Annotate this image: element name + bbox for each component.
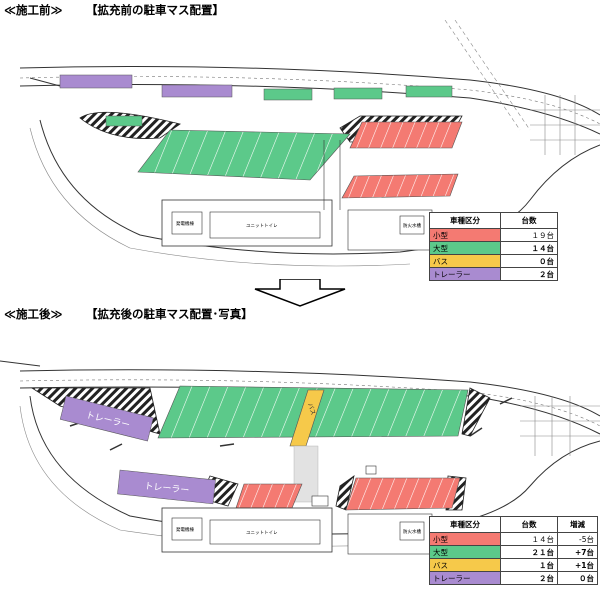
after-row-trailer-label: トレーラー <box>429 571 501 585</box>
after-row-large-diff: +7台 <box>557 545 598 559</box>
after-row-small-diff: -5台 <box>557 532 598 546</box>
bus-marking: バス <box>306 402 316 416</box>
before-row-trailer-count: ２台 <box>500 267 558 281</box>
table-row: 大型 ２１台 +7台 <box>429 545 598 559</box>
table-row: バス １台 +1台 <box>429 558 598 572</box>
after-small-parking-block-1 <box>235 483 303 509</box>
after-row-trailer-diff: ０台 <box>557 571 598 585</box>
after-col-diff: 増減 <box>557 516 598 533</box>
after-small-parking-block-2 <box>345 477 461 511</box>
before-small-parking-block-2 <box>341 173 459 199</box>
before-toilet-label: ユニットトイレ <box>246 223 278 229</box>
before-row-bus-count: ０台 <box>500 254 558 268</box>
before-count-table: 車種区分 台数 小型 １９台 大型 １４台 バス ０台 トレーラー ２台 <box>429 212 558 281</box>
after-tank-label: 防火水槽 <box>403 528 421 535</box>
before-row-bus-label: バス <box>429 254 501 268</box>
before-site-plan: 発電機棟 ユニットトイレ 防火水槽 <box>19 20 600 267</box>
after-row-large-count: ２１台 <box>500 545 558 559</box>
before-row-trailer-label: トレーラー <box>429 267 501 281</box>
before-small-parking-block-1 <box>349 121 463 149</box>
after-row-small-label: 小型 <box>429 532 501 546</box>
before-col-type: 車種区分 <box>429 212 501 229</box>
before-large-stall-island <box>105 115 143 127</box>
after-section-title: 【拡充後の駐車マス配置･写真】 <box>86 307 253 321</box>
after-row-bus-count: １台 <box>500 558 558 572</box>
after-site-plan: トレーラー トレーラー バス 発電機棟 ユニットトイレ 防火水槽 <box>0 360 600 555</box>
after-row-bus-diff: +1台 <box>557 558 598 572</box>
table-row: トレーラー ２台 <box>429 267 558 281</box>
after-trailer-stall-2: トレーラー <box>117 469 216 505</box>
after-col-type: 車種区分 <box>429 516 501 533</box>
before-section-title: 【拡充前の駐車マス配置】 <box>86 3 224 17</box>
before-large-stall-road-3 <box>405 85 453 98</box>
after-col-count: 台数 <box>500 516 558 533</box>
after-row-large-label: 大型 <box>429 545 501 559</box>
before-trailer-stall-2 <box>161 84 233 98</box>
before-section-label: ≪施工前≫ <box>4 3 63 17</box>
table-row: バス ０台 <box>429 254 558 268</box>
after-generator-label: 発電機棟 <box>176 526 194 533</box>
before-tank-label: 防火水槽 <box>403 222 421 229</box>
before-row-large-count: １４台 <box>500 241 558 255</box>
before-col-count: 台数 <box>500 212 558 229</box>
table-row: トレーラー ２台 ０台 <box>429 571 598 585</box>
table-row: 大型 １４台 <box>429 241 558 255</box>
after-section-label: ≪施工後≫ <box>4 307 63 321</box>
table-row: 小型 １９台 <box>429 228 558 242</box>
after-toilet-label: ユニットトイレ <box>246 530 278 536</box>
before-row-small-count: １９台 <box>500 228 558 242</box>
after-row-trailer-count: ２台 <box>500 571 558 585</box>
after-count-table: 車種区分 台数 増減 小型 １４台 -5台 大型 ２１台 +7台 バス １台 +… <box>429 516 598 585</box>
table-row: 小型 １４台 -5台 <box>429 532 598 546</box>
after-row-small-count: １４台 <box>500 532 558 546</box>
before-large-stall-road-2 <box>333 87 383 100</box>
after-trailer-stall-1: トレーラー <box>59 395 154 442</box>
after-row-bus-label: バス <box>429 558 501 572</box>
before-trailer-stall-1 <box>59 74 133 89</box>
before-generator-label: 発電機棟 <box>176 220 194 227</box>
down-arrow-icon <box>254 279 346 307</box>
before-row-large-label: 大型 <box>429 241 501 255</box>
before-row-small-label: 小型 <box>429 228 501 242</box>
before-large-stall-road-1 <box>263 88 313 101</box>
trailer-marking-2: トレーラー <box>144 481 190 497</box>
before-large-parking-block <box>137 129 351 181</box>
